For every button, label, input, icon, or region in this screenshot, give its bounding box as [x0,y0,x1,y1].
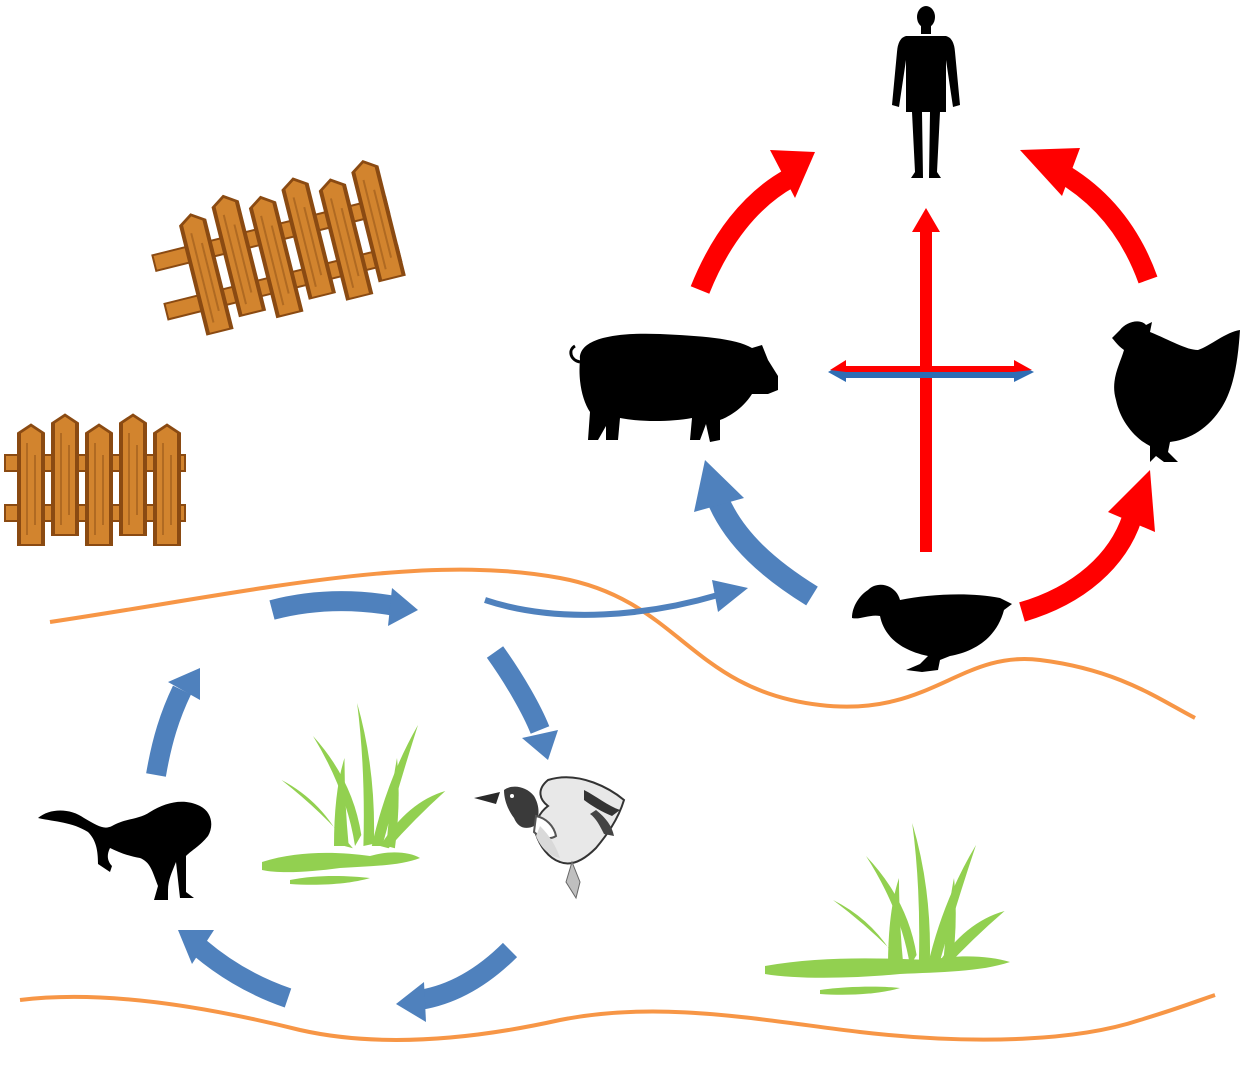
arrow-duck-to-human [912,208,940,552]
wild-cycle-arrow-left [146,668,200,777]
arrow-pig-to-human [690,150,815,294]
duck-silhouette-icon [852,584,1012,672]
arrow-duck-to-pig [694,460,818,606]
wetland-grass-right-icon [765,823,1010,995]
ferret-silhouette-icon [38,801,212,900]
fence-upper-icon [151,156,406,337]
wild-cycle-arrow-right [486,646,558,760]
pig-silhouette-icon [569,333,778,442]
wild-cycle-arrow-bottom-left [178,930,292,1008]
upper-boundary-line [49,567,1196,720]
chicken-silhouette-icon [1112,321,1240,462]
arrow-duck-to-chicken [1019,470,1155,622]
arrow-wild-to-domestic [484,580,748,618]
wild-cycle-arrow-bottom-right [396,942,518,1022]
arrow-pig-chicken-bidirectional [828,360,1034,382]
human-silhouette-icon [892,6,960,178]
arrow-chicken-to-human [1020,148,1158,284]
wetland-grass-left-icon [262,703,446,885]
lower-boundary-line [19,993,1216,1042]
wild-cycle-arrow-top [269,588,418,626]
wild-duck-icon [474,776,626,900]
fence-lower-icon [4,413,186,547]
